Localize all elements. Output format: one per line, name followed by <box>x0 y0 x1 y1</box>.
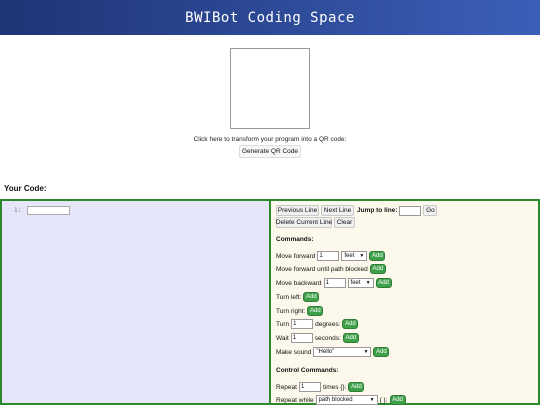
move-forward-unit-select[interactable]: feet ▼ <box>341 251 368 261</box>
make-sound-value: "Hello" <box>316 349 335 355</box>
qr-caption: Click here to transform your program int… <box>193 136 347 143</box>
next-line-button[interactable]: Next Line <box>321 205 354 216</box>
move-backward-row: Move backward 1 feet ▼ Add <box>276 278 392 288</box>
turn-left-row: Turn left: Add <box>276 292 320 302</box>
page-header: BWIBot Coding Space <box>0 0 540 35</box>
move-backward-unit-select[interactable]: feet ▼ <box>347 278 374 288</box>
move-forward-until-label: Move forward until path blocked <box>276 265 368 273</box>
jump-to-line-label: Jump to line: <box>357 207 398 214</box>
add-wait-button[interactable]: Add <box>342 333 359 343</box>
move-forward-unit-value: feet <box>344 253 355 259</box>
qr-code-display <box>230 48 310 129</box>
your-code-heading: Your Code: <box>4 184 47 193</box>
command-panel: Previous Line Next Line Jump to line: Go… <box>270 199 540 405</box>
repeat-while-row: Repeat while path blocked ▼ { }: Add <box>276 395 406 405</box>
move-forward-label: Move forward <box>276 252 316 260</box>
add-repeat-while-button[interactable]: Add <box>389 395 406 405</box>
add-repeat-button[interactable]: Add <box>348 382 365 392</box>
previous-line-button[interactable]: Previous Line <box>276 205 319 216</box>
commands-heading: Commands: <box>276 236 314 243</box>
move-backward-unit-value: feet <box>350 280 361 286</box>
turn-degrees-label: degrees: <box>315 320 341 328</box>
generate-qr-button[interactable]: Generate QR Code <box>239 145 301 158</box>
add-move-forward-button[interactable]: Add <box>369 251 386 261</box>
clear-button[interactable]: Clear <box>334 217 355 228</box>
turn-row: Turn 1 degrees: Add <box>276 319 359 329</box>
move-forward-until-row: Move forward until path blocked Add <box>276 264 386 274</box>
repeat-times-label: times {}: <box>322 383 347 391</box>
chevron-down-icon: ▼ <box>363 349 369 355</box>
edit-row: Delete Current Line Clear <box>276 217 355 228</box>
wait-label: Wait <box>276 334 289 342</box>
move-forward-row: Move forward 1 feet ▼ Add <box>276 251 386 261</box>
page-title: BWIBot Coding Space <box>185 10 355 26</box>
turn-degrees-input[interactable]: 1 <box>291 319 314 329</box>
chevron-down-icon: ▼ <box>365 280 371 286</box>
move-backward-label: Move backward <box>276 279 322 287</box>
add-move-forward-until-button[interactable]: Add <box>369 264 386 274</box>
wait-row: Wait 1 seconds: Add <box>276 333 359 343</box>
line-number: 1: <box>14 207 22 214</box>
turn-label: Turn <box>276 320 290 328</box>
control-commands-heading: Control Commands: <box>276 367 339 374</box>
add-make-sound-button[interactable]: Add <box>373 347 390 357</box>
wait-seconds-input[interactable]: 1 <box>290 333 313 343</box>
add-move-backward-button[interactable]: Add <box>375 278 392 288</box>
make-sound-label: Make sound <box>276 348 312 356</box>
turn-right-row: Turn right: Add <box>276 306 324 316</box>
navigation-row: Previous Line Next Line Jump to line: Go <box>276 205 438 216</box>
repeat-row: Repeat 1 times {}: Add <box>276 382 365 392</box>
add-turn-button[interactable]: Add <box>342 319 359 329</box>
repeat-while-condition-value: path blocked <box>318 397 353 403</box>
code-editor-panel: 1: <box>0 199 270 405</box>
repeat-times-input[interactable]: 1 <box>298 382 321 392</box>
make-sound-select[interactable]: "Hello" ▼ <box>313 347 372 357</box>
move-backward-distance-input[interactable]: 1 <box>323 278 346 288</box>
add-turn-right-button[interactable]: Add <box>307 306 324 316</box>
repeat-label: Repeat <box>276 383 297 391</box>
turn-right-label: Turn right: <box>276 307 306 315</box>
turn-left-label: Turn left: <box>276 293 302 301</box>
chevron-down-icon: ▼ <box>359 253 365 259</box>
delete-current-line-button[interactable]: Delete Current Line <box>275 217 333 228</box>
move-forward-distance-input[interactable]: 1 <box>317 251 340 261</box>
code-line-input[interactable] <box>27 206 70 215</box>
repeat-while-braces-label: { }: <box>379 396 388 404</box>
add-turn-left-button[interactable]: Add <box>303 292 320 302</box>
wait-seconds-label: seconds: <box>314 334 341 342</box>
jump-to-line-input[interactable] <box>399 205 422 216</box>
repeat-while-label: Repeat while <box>276 396 314 404</box>
control-heading-row: Control Commands: <box>276 367 338 374</box>
go-button[interactable]: Go <box>423 205 438 216</box>
repeat-while-condition-select[interactable]: path blocked ▼ <box>315 395 378 405</box>
chevron-down-icon: ▼ <box>369 397 375 403</box>
commands-heading-row: Commands: <box>276 236 314 243</box>
make-sound-row: Make sound "Hello" ▼ Add <box>276 347 390 357</box>
